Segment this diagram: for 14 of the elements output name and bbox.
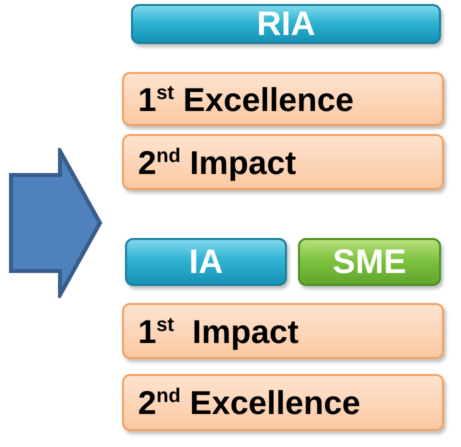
- category-label-box: [125, 238, 287, 286]
- box-text: SME: [332, 245, 406, 279]
- box-text: 1$^{st}$ Impact: [138, 314, 299, 348]
- box-text: RIA: [256, 7, 316, 41]
- box-text: 2$^{nd}$ Excellence: [138, 386, 360, 419]
- category-label-box: [131, 4, 441, 44]
- box-text: 2$^{nd}$ Impact: [138, 146, 296, 178]
- box-text: 1$^{st}$ Excellence: [138, 82, 354, 116]
- criterion-box: [122, 374, 444, 431]
- criterion-box: [122, 134, 444, 190]
- category-label-box: [298, 238, 441, 286]
- criterion-box: [122, 72, 444, 126]
- criterion-box: [122, 303, 444, 359]
- box-text: IA: [189, 245, 223, 279]
